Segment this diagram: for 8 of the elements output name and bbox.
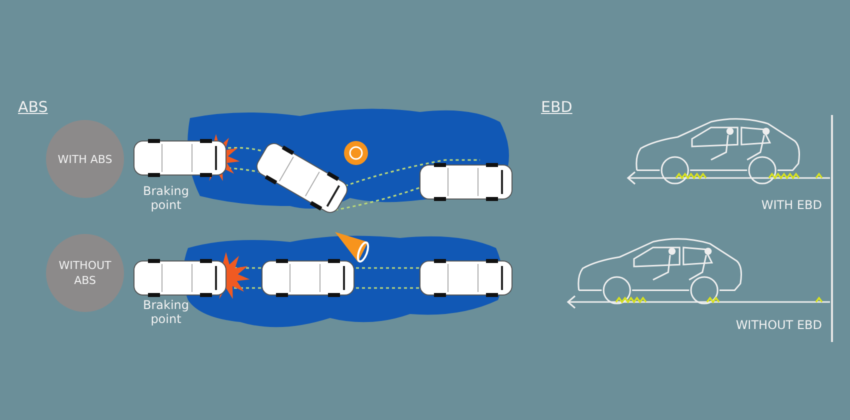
section-heading: EBD xyxy=(541,100,574,114)
caption: Braking point xyxy=(142,184,190,212)
section-heading: ABS xyxy=(18,100,49,114)
caption: WITH EBD xyxy=(760,198,822,212)
caption: WITHOUT EBD xyxy=(734,318,822,332)
label-circle: WITH ABS xyxy=(46,120,124,198)
caption: Braking point xyxy=(142,298,190,326)
label-circle: WITHOUT ABS xyxy=(46,234,124,312)
